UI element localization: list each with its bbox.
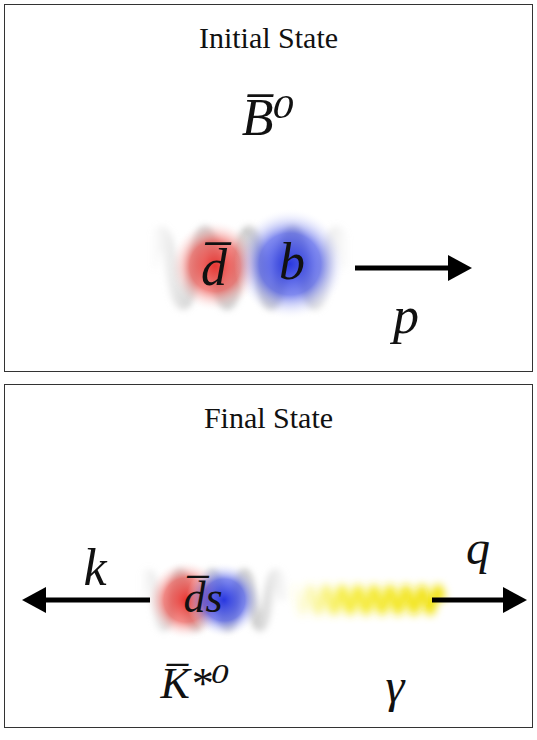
- arrow-head: [503, 587, 527, 613]
- momentum-arrow: [432, 598, 506, 603]
- momentum-arrow: [355, 266, 452, 271]
- momentum-label: q: [466, 524, 490, 572]
- photon-symbol: γ: [386, 662, 405, 710]
- quark-symbol: d̅s: [183, 576, 222, 620]
- momentum-label: p: [393, 290, 419, 342]
- quark-symbol: d̅: [201, 242, 227, 294]
- arrow-head: [448, 255, 472, 281]
- arrow-head: [22, 587, 46, 613]
- quark-symbol: b: [279, 236, 305, 288]
- state-panel: Final State: [4, 384, 533, 728]
- meson-symbol: K̅*⁰: [161, 662, 230, 706]
- momentum-label: k: [83, 542, 106, 594]
- momentum-arrow: [43, 598, 150, 603]
- panel-title: Final State: [5, 385, 532, 435]
- photon-wave: [290, 588, 442, 612]
- state-panel: Initial State: [4, 4, 533, 372]
- panel-title: Initial State: [5, 5, 532, 55]
- meson-symbol: B̅⁰: [242, 92, 295, 144]
- quark-blob: [234, 208, 346, 320]
